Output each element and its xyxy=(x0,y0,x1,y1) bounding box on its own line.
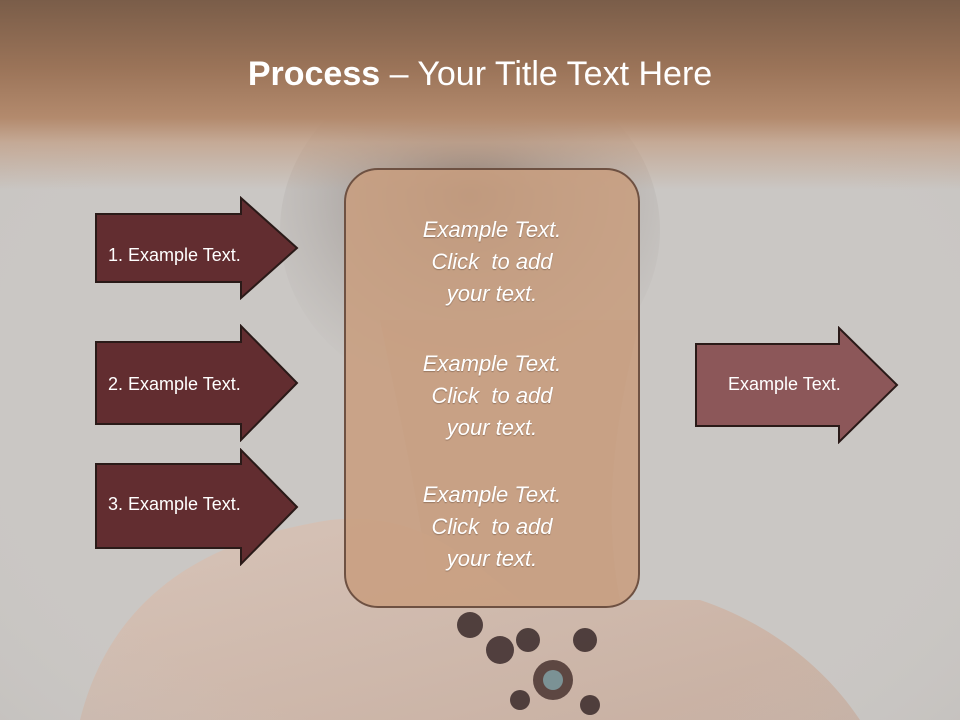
right-arrow-icon xyxy=(695,326,899,444)
left-arrow-2[interactable]: 2. Example Text. xyxy=(94,324,300,442)
left-arrow-1-label: 1. Example Text. xyxy=(108,245,241,265)
center-text-3-line-1: Example Text. xyxy=(422,482,562,507)
left-arrow-3[interactable]: 3. Example Text. xyxy=(94,448,300,566)
center-text-2-line-3: your text. xyxy=(446,415,538,440)
slide-title[interactable]: Process – Your Title Text Here xyxy=(0,52,960,96)
center-text-box[interactable]: Example Text. Click to add your text. Ex… xyxy=(344,168,640,608)
center-text-block-2: Example Text. Click to add your text. xyxy=(346,348,638,444)
right-arrow-icon xyxy=(95,196,299,300)
right-arrow-label: Example Text. xyxy=(728,374,841,394)
center-text-block-3: Example Text. Click to add your text. xyxy=(346,479,638,575)
center-text-block-1: Example Text. Click to add your text. xyxy=(346,214,638,310)
center-text-3-line-2: Click to add xyxy=(431,514,553,539)
center-text-2-line-2: Click to add xyxy=(431,383,553,408)
center-text-2-line-1: Example Text. xyxy=(422,351,562,376)
left-arrow-3-label: 3. Example Text. xyxy=(108,494,241,514)
title-band xyxy=(0,0,960,190)
center-text-1-line-3: your text. xyxy=(446,281,538,306)
right-arrow-icon xyxy=(95,448,299,566)
title-rest: – Your Title Text Here xyxy=(380,55,713,93)
right-arrow[interactable]: Example Text. xyxy=(694,326,900,444)
right-arrow-icon xyxy=(95,324,299,442)
center-text-1-line-1: Example Text. xyxy=(422,217,562,242)
center-text-1-line-2: Click to add xyxy=(431,249,553,274)
left-arrow-2-label: 2. Example Text. xyxy=(108,374,241,394)
left-arrow-1[interactable]: 1. Example Text. xyxy=(94,196,300,300)
center-text-3-line-3: your text. xyxy=(446,546,538,571)
title-bold: Process xyxy=(247,55,381,93)
